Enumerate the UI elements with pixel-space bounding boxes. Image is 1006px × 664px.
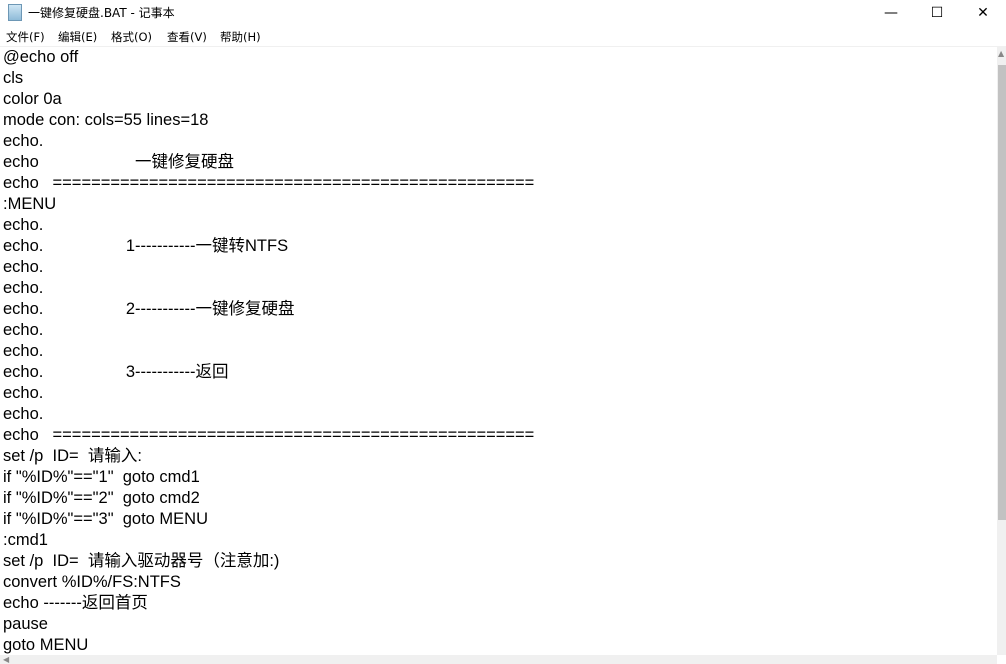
notepad-icon <box>8 4 22 21</box>
scroll-up-icon[interactable]: ▲ <box>998 49 1005 58</box>
menu-view[interactable]: 查看(V) <box>167 30 207 44</box>
text-line: echo. <box>3 132 44 150</box>
text-line: cls <box>3 69 24 87</box>
text-line: echo. <box>3 405 44 423</box>
text-line: if "%ID%"=="3" goto MENU <box>3 510 209 528</box>
text-line: set /p ID= 请输入: <box>3 447 142 465</box>
vertical-scroll-thumb[interactable] <box>998 65 1006 520</box>
window-title: 一键修复硬盘.BAT - 记事本 <box>28 6 175 20</box>
text-line: echo. <box>3 216 44 234</box>
horizontal-scrollbar[interactable]: ◀ <box>0 655 997 664</box>
menu-edit[interactable]: 编辑(E) <box>58 30 98 44</box>
text-line: mode con: cols=55 lines=18 <box>3 111 209 129</box>
text-line: echo ===================================… <box>3 174 535 192</box>
text-line: pause <box>3 615 48 633</box>
close-button[interactable]: ✕ <box>977 5 989 21</box>
text-editor[interactable]: @echo off cls color 0a mode con: cols=55 li… <box>0 47 996 655</box>
scroll-left-icon[interactable]: ◀ <box>3 655 10 664</box>
text-line: if "%ID%"=="2" goto cmd2 <box>3 489 200 507</box>
text-line: echo ===================================… <box>3 426 535 444</box>
text-line: echo. 2-----------一键修复硬盘 <box>3 300 295 318</box>
text-line: @echo off <box>3 48 79 66</box>
menu-help[interactable]: 帮助(H) <box>220 30 261 44</box>
text-line: echo. <box>3 279 44 297</box>
menu-bar: 文件(F) 编辑(E) 格式(O) 查看(V) 帮助(H) <box>0 26 1006 47</box>
text-line: echo 一键修复硬盘 <box>3 153 235 171</box>
menu-file[interactable]: 文件(F) <box>6 30 45 44</box>
text-line: echo. <box>3 384 44 402</box>
text-line: goto MENU <box>3 636 89 654</box>
text-line: color 0a <box>3 90 62 108</box>
minimize-button[interactable]: — <box>884 5 898 21</box>
text-line: echo. <box>3 258 44 276</box>
text-line: :cmd1 <box>3 531 48 549</box>
text-line: echo. 3-----------返回 <box>3 363 229 381</box>
text-line: if "%ID%"=="1" goto cmd1 <box>3 468 200 486</box>
text-line: echo. 1-----------一键转NTFS <box>3 237 289 255</box>
menu-format[interactable]: 格式(O) <box>111 30 153 44</box>
text-line: :MENU <box>3 195 57 213</box>
maximize-button[interactable]: ☐ <box>930 5 944 21</box>
text-line: echo -------返回首页 <box>3 594 148 612</box>
text-line: set /p ID= 请输入驱动器号（注意加:) <box>3 552 280 570</box>
text-line: echo. <box>3 342 44 360</box>
text-line: convert %ID%/FS:NTFS <box>3 573 181 591</box>
vertical-scrollbar[interactable]: ▲ <box>997 47 1006 655</box>
title-bar: 一键修复硬盘.BAT - 记事本 — ☐ ✕ <box>0 0 1006 26</box>
text-line: echo. <box>3 321 44 339</box>
